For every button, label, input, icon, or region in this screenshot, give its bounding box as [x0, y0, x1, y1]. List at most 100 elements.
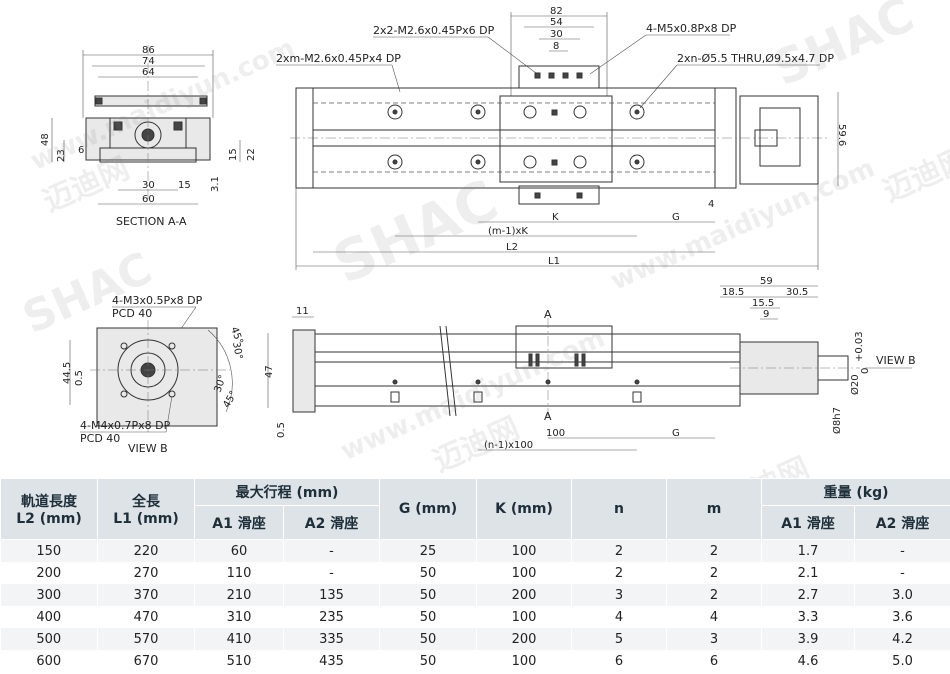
- table-cell: -: [283, 562, 381, 584]
- dim-0-5-side: 0.5: [276, 422, 287, 438]
- dim-64: 64: [142, 67, 155, 78]
- dim-18-5: 18.5: [722, 287, 744, 298]
- callout-m4-pcd: PCD 40: [80, 432, 120, 445]
- header-m: m: [666, 478, 763, 540]
- table-cell: 3.9: [761, 628, 856, 650]
- table-cell: 100: [476, 539, 573, 562]
- table-cell: 4.6: [761, 650, 856, 672]
- dim-d8h7: Ø8h7: [831, 407, 843, 434]
- dim-n100: (n-1)x100: [484, 440, 533, 451]
- callout-m5: 4-M5x0.8Px8 DP: [646, 22, 737, 35]
- table-cell: 50: [379, 584, 478, 606]
- callout-m3: 4-M3x0.5Px8 DP: [112, 294, 203, 307]
- side-view: 11 47 0.5 A A VIEW B 59 18.5 30.5: [264, 276, 916, 451]
- table-cell: 50: [379, 628, 478, 650]
- view-b: 4-M3x0.5Px8 DP PCD 40 45° 30° 30° 45° 44…: [62, 294, 245, 455]
- table-cell: 310: [194, 606, 284, 628]
- dim-g-side: G: [672, 428, 680, 439]
- table-cell: 335: [283, 628, 381, 650]
- table-cell: 4: [571, 606, 668, 628]
- dim-100: 100: [546, 428, 565, 439]
- table-cell: 500: [0, 628, 98, 650]
- table-cell: 3.0: [854, 584, 950, 606]
- table-cell: 2: [571, 562, 668, 584]
- dim-54: 54: [550, 17, 563, 28]
- table-cell: 100: [476, 606, 573, 628]
- callout-m2-6: 2x2-M2.6x0.45Px6 DP: [373, 24, 495, 37]
- dim-59: 59: [760, 276, 773, 287]
- table-cell: 2: [666, 562, 763, 584]
- table-cell: 135: [283, 584, 381, 606]
- angle-45-b: 45°: [221, 389, 239, 410]
- table-cell: 470: [97, 606, 195, 628]
- table-cell: 5.0: [854, 650, 950, 672]
- table-cell: 50: [379, 562, 478, 584]
- angle-30-a: 30°: [230, 341, 244, 360]
- dim-15: 15: [228, 148, 239, 161]
- table-cell: 670: [97, 650, 195, 672]
- section-a-a: 86 74 64 48 23 6 22 15 30 15 60: [40, 45, 257, 228]
- section-marker-bottom: A: [544, 410, 552, 423]
- table-cell: 4: [666, 606, 763, 628]
- table-cell: 2: [666, 539, 763, 562]
- table-cell: 4.2: [854, 628, 950, 650]
- table-cell: 150: [0, 539, 98, 562]
- table-cell: 410: [194, 628, 284, 650]
- table-cell: 200: [476, 628, 573, 650]
- top-view: 2x2-M2.6x0.45Px6 DP 4-M5x0.8Px8 DP 2xm-M…: [276, 6, 847, 270]
- table-cell: 3.3: [761, 606, 856, 628]
- table-cell: 200: [476, 584, 573, 606]
- dim-6: 6: [78, 145, 84, 156]
- table-cell: -: [283, 539, 381, 562]
- callout-m4: 4-M4x0.7Px8 DP: [80, 419, 171, 432]
- dim-0-5-vb: 0.5: [74, 370, 85, 386]
- dim-15-5: 15.5: [752, 298, 774, 309]
- section-marker-top: A: [544, 308, 552, 321]
- table-cell: 50: [379, 650, 478, 672]
- table-cell: -: [854, 539, 950, 562]
- table-cell: 270: [97, 562, 195, 584]
- dim-60: 60: [142, 194, 155, 205]
- table-cell: 1.7: [761, 539, 856, 562]
- table-cell: 370: [97, 584, 195, 606]
- dim-15b: 15: [178, 180, 191, 191]
- dim-l2: L2: [506, 242, 518, 253]
- technical-drawing: 86 74 64 48 23 6 22 15 30 15 60: [40, 6, 916, 455]
- table-cell: 600: [0, 650, 98, 672]
- dim-9: 9: [763, 309, 769, 320]
- table-cell: 100: [476, 650, 573, 672]
- table-cell: 3: [571, 584, 668, 606]
- dim-30: 30: [142, 180, 155, 191]
- header-stroke-a2: A2 滑座: [282, 505, 381, 540]
- table-cell: 235: [283, 606, 381, 628]
- dim-l1: L1: [548, 256, 560, 267]
- table-cell: 2: [571, 539, 668, 562]
- dim-g-top: G: [672, 212, 680, 223]
- header-k: K (mm): [476, 478, 573, 540]
- header-weight: 重量 (kg): [761, 478, 950, 506]
- header-stroke-a1: A1 滑座: [194, 505, 284, 540]
- table-cell: 570: [97, 628, 195, 650]
- table-cell: 5: [571, 628, 668, 650]
- table-cell: 220: [97, 539, 195, 562]
- table-cell: 3: [666, 628, 763, 650]
- dim-48: 48: [40, 133, 51, 146]
- section-label: SECTION A-A: [116, 215, 187, 228]
- table-cell: 100: [476, 562, 573, 584]
- view-b-arrow-label: VIEW B: [876, 354, 916, 367]
- table-cell: 300: [0, 584, 98, 606]
- dim-74: 74: [142, 56, 155, 67]
- dim-k: K: [552, 212, 559, 223]
- table-cell: 60: [194, 539, 284, 562]
- dim-11: 11: [296, 306, 309, 317]
- dim-4: 4: [708, 199, 714, 210]
- table-cell: 3.6: [854, 606, 950, 628]
- header-n: n: [571, 478, 668, 540]
- callout-m3-pcd: PCD 40: [112, 307, 152, 320]
